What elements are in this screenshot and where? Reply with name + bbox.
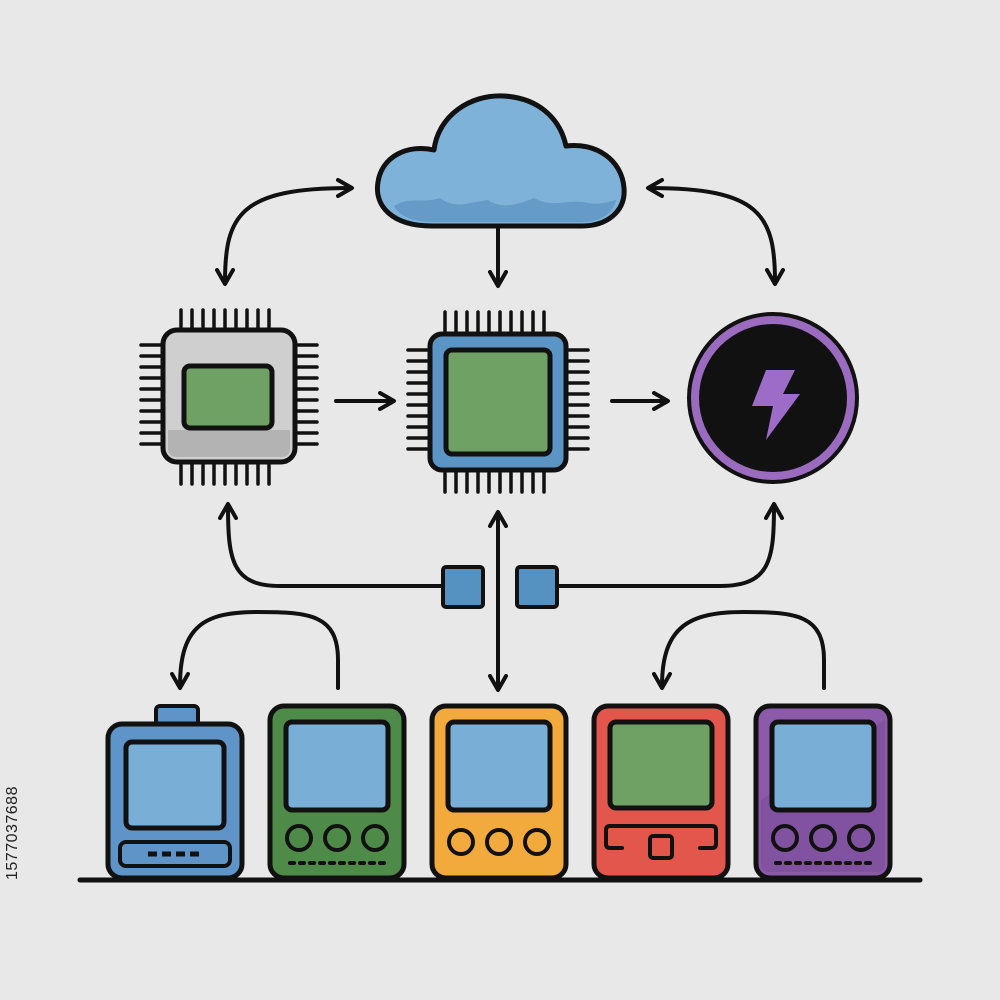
arrow-device-purple-to-device-red xyxy=(652,609,826,690)
cloud-icon xyxy=(374,93,627,229)
arrow-hub-to-left-chip xyxy=(218,502,445,588)
handheld-device-icon xyxy=(753,703,893,881)
hub-connector-right xyxy=(515,565,559,609)
stock-image-id: 1577037688 xyxy=(4,786,21,880)
handheld-device-icon xyxy=(591,703,731,881)
arrow-cloud-to-left-chip xyxy=(215,178,354,286)
arrow-device-green-to-device-blue xyxy=(170,609,340,690)
lightning-bolt-icon xyxy=(687,312,859,484)
arrow-cloud-to-power xyxy=(646,178,785,286)
connection-arrows xyxy=(170,178,826,692)
arrow-hub-to-power xyxy=(555,502,784,588)
microchip-icon xyxy=(139,308,319,486)
handheld-device-icon xyxy=(267,703,407,881)
hub-connector-left xyxy=(441,565,485,609)
battery-device-icon xyxy=(105,704,245,881)
handheld-device-icon xyxy=(429,703,569,881)
microchip-icon xyxy=(406,310,590,494)
